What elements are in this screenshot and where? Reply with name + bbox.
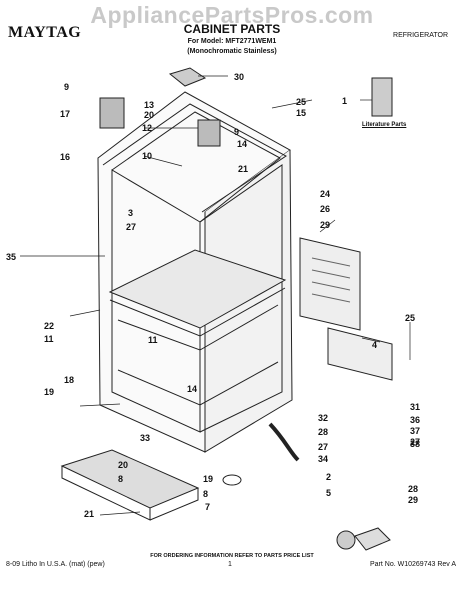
callout: 27	[410, 437, 420, 447]
callout: 29	[320, 220, 330, 230]
callout: 15	[296, 108, 306, 118]
part-number: Part No. W10269743 Rev A	[370, 561, 456, 568]
callout: 21	[84, 509, 94, 519]
model-line: For Model: MFT2771WEM1	[187, 38, 277, 45]
literature-booklet	[371, 77, 393, 117]
callout: 16	[60, 152, 70, 162]
callout: 9	[234, 127, 239, 137]
callout: 29	[408, 495, 418, 505]
grille-part	[60, 449, 200, 509]
callout: 21	[238, 164, 248, 174]
callout: 36	[410, 415, 420, 425]
callout: 5	[326, 488, 331, 498]
page-title: CABINET PARTS	[183, 22, 281, 36]
callout: 19	[44, 387, 54, 397]
hinge-right	[197, 119, 221, 147]
callout: 20	[144, 110, 154, 120]
callout: 14	[187, 384, 197, 394]
side-panel	[327, 327, 393, 381]
callout: 34	[318, 454, 328, 464]
brand-logo: MAYTAG	[8, 24, 82, 41]
literature-label: Literature Parts	[362, 122, 407, 128]
callout: 38	[410, 439, 420, 449]
callout: 17	[60, 109, 70, 119]
callout: 31	[410, 402, 420, 412]
filter-cover	[168, 67, 207, 87]
callout: 1	[342, 96, 347, 106]
callout: 32	[318, 413, 328, 423]
callout: 11	[148, 335, 158, 345]
motor-part	[336, 530, 356, 550]
callout: 11	[44, 334, 54, 344]
callout: 24	[320, 189, 330, 199]
callout: 3	[128, 208, 133, 218]
callout: 25	[405, 313, 415, 323]
litho-info: 8-09 Litho In U.S.A. (mat) (pew)	[6, 561, 105, 568]
callout: 18	[64, 375, 74, 385]
callout: 2	[326, 472, 331, 482]
callout-labels: 1 2 3 4 5 7 8 8 9 9 10 11 11 12 13 14 14…	[6, 72, 420, 519]
category-label: REFRIGERATOR	[393, 32, 448, 39]
callout: 19	[203, 474, 213, 484]
callout: 35	[6, 252, 16, 262]
callout: 26	[320, 204, 330, 214]
callout: 12	[142, 123, 152, 133]
callout: 22	[44, 321, 54, 331]
ordering-info: FOR ORDERING INFORMATION REFER TO PARTS …	[150, 553, 314, 559]
callout: 14	[237, 139, 247, 149]
callout: 37	[410, 426, 420, 436]
callout: 33	[140, 433, 150, 443]
callout: 30	[234, 72, 244, 82]
callout: 10	[142, 151, 152, 161]
page-number: 1	[228, 561, 232, 568]
callout: 20	[118, 460, 128, 470]
hinge-left	[99, 97, 125, 129]
watermark: AppliancePartsPros.com	[90, 2, 374, 28]
callout: 28	[408, 484, 418, 494]
vent-panel	[299, 237, 361, 331]
callout: 28	[318, 427, 328, 437]
callout: 8	[203, 489, 208, 499]
callout: 9	[64, 82, 69, 92]
variant-line: (Monochromatic Stainless)	[187, 48, 277, 55]
callout: 25	[296, 97, 306, 107]
callout: 7	[205, 502, 210, 512]
callout: 27	[126, 222, 136, 232]
callout: 8	[118, 474, 123, 484]
callout: 4	[372, 340, 377, 350]
callout: 13	[144, 100, 154, 110]
callout: 27	[318, 442, 328, 452]
